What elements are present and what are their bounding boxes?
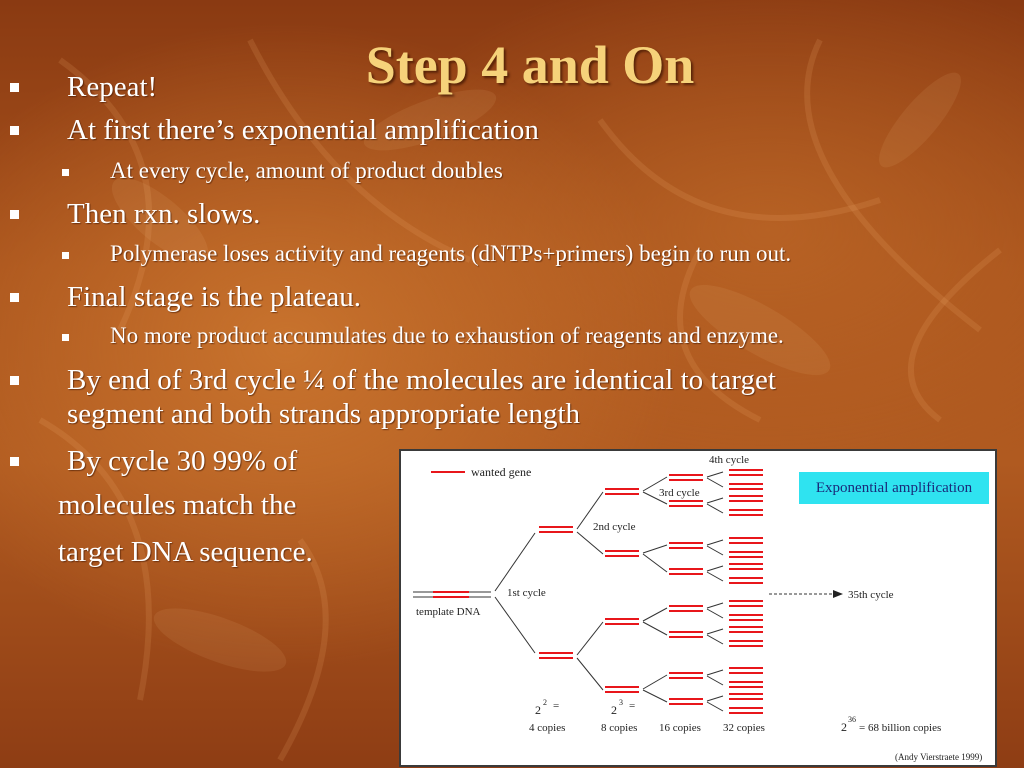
branch-line [642, 621, 668, 636]
chevron-line [706, 565, 724, 572]
bullet-item: Then rxn. slows. [10, 197, 261, 231]
amplification-tree [539, 469, 763, 714]
chevron-line [706, 545, 724, 556]
bullet-item: Repeat! [10, 70, 158, 104]
bullet-square-icon [10, 293, 19, 302]
branch-line [642, 544, 668, 554]
slide-title: Step 4 and On [365, 35, 695, 95]
sub-bullet-square-icon [62, 334, 69, 341]
branch-line [642, 476, 668, 492]
copies-c35-text: = 68 billion copies [859, 722, 941, 734]
bullet-continuation: molecules match the [58, 489, 297, 521]
cycle-label-1st: 1st cycle [507, 587, 546, 599]
pcr-amplification-diagram: wanted gene template DNA 1st cycle 2nd c… [399, 449, 997, 767]
chevron-line [706, 669, 724, 676]
bullet-item: At first there’s exponential amplificati… [10, 113, 539, 147]
branch-line [642, 674, 668, 690]
template-dna [413, 591, 491, 598]
copies-c1-text: 4 copies [529, 722, 565, 734]
copies-c2-base: 2 [611, 703, 617, 717]
branch-line [576, 531, 604, 555]
bullet-text: By end of 3rd cycle ¼ of the molecules a… [67, 364, 776, 396]
copies-c4-text: 32 copies [723, 722, 765, 734]
copies-c2-eq: = [629, 700, 635, 712]
sub-bullet-text: No more product accumulates due to exhau… [110, 323, 784, 348]
template-dna-label: template DNA [416, 606, 481, 618]
chevron-line [706, 634, 724, 645]
chevron-line [706, 503, 724, 514]
sub-bullet-item: No more product accumulates due to exhau… [62, 322, 784, 350]
copies-c2-exp: 3 [619, 698, 623, 707]
chevron-line [706, 497, 724, 504]
bullet-text: Repeat! [67, 71, 158, 103]
chevron-line [706, 571, 724, 582]
cycle-label-3rd: 3rd cycle [659, 487, 700, 499]
sub-bullet-item: At every cycle, amount of product double… [62, 157, 503, 185]
bullet-square-icon [10, 210, 19, 219]
bullet-continuation: target DNA sequence. [58, 536, 313, 568]
branch-line [642, 553, 668, 573]
cycle-label-35th: 35th cycle [848, 589, 894, 601]
bullet-text: At first there’s exponential amplificati… [67, 114, 539, 146]
bullet-item: By end of 3rd cycle ¼ of the molecules a… [10, 363, 776, 397]
chevron-line [706, 701, 724, 712]
sub-bullet-square-icon [62, 169, 69, 176]
sub-bullet-item: Polymerase loses activity and reagents (… [62, 240, 792, 268]
bullet-square-icon [10, 457, 19, 466]
chevron-line [706, 477, 724, 488]
diagram-credit: (Andy Vierstraete 1999) [895, 752, 982, 762]
bullet-text: Then rxn. slows. [67, 198, 261, 230]
chevron-line [706, 628, 724, 635]
branch-line [576, 657, 604, 691]
exponential-amplification-label: Exponential amplification [799, 472, 989, 504]
cycle-label-2nd: 2nd cycle [593, 521, 636, 533]
cycle-label-4th: 4th cycle [709, 454, 749, 466]
copies-c1-base: 2 [535, 703, 541, 717]
bullet-square-icon [10, 376, 19, 385]
chevron-line [706, 471, 724, 478]
bullet-item: Final stage is the plateau. [10, 280, 361, 314]
branch-line [642, 491, 668, 505]
arrow-head-icon [833, 590, 843, 598]
branch-line [576, 621, 604, 656]
sub-bullet-text: Polymerase loses activity and reagents (… [110, 241, 792, 266]
copies-c1-exp: 2 [543, 698, 547, 707]
sub-bullet-square-icon [62, 252, 69, 259]
bullet-text: By cycle 30 99% of [67, 445, 298, 477]
chevron-line [706, 602, 724, 609]
pcr-diagram-canvas: wanted gene template DNA 1st cycle 2nd c… [413, 454, 982, 762]
copies-c3-text: 16 copies [659, 722, 701, 734]
branch-line [576, 491, 604, 530]
copies-c1-eq: = [553, 700, 559, 712]
copies-c35-exp: 36 [848, 715, 856, 724]
bullet-continuation: segment and both strands appropriate len… [67, 398, 581, 430]
chevron-line [706, 539, 724, 546]
bullet-square-icon [10, 83, 19, 92]
bullet-text: Final stage is the plateau. [67, 281, 361, 313]
bullet-square-icon [10, 126, 19, 135]
branch-line [642, 607, 668, 622]
bullet-item: By cycle 30 99% of [10, 444, 298, 478]
chevron-line [706, 695, 724, 702]
branch-line [642, 689, 668, 703]
copies-c35-base: 2 [841, 720, 847, 734]
copies-c2-text: 8 copies [601, 722, 637, 734]
sub-bullet-text: At every cycle, amount of product double… [110, 158, 503, 183]
legend-label: wanted gene [471, 465, 531, 479]
chevron-line [706, 675, 724, 686]
chevron-line [706, 608, 724, 619]
branch-lines-cycle1 [494, 532, 536, 654]
